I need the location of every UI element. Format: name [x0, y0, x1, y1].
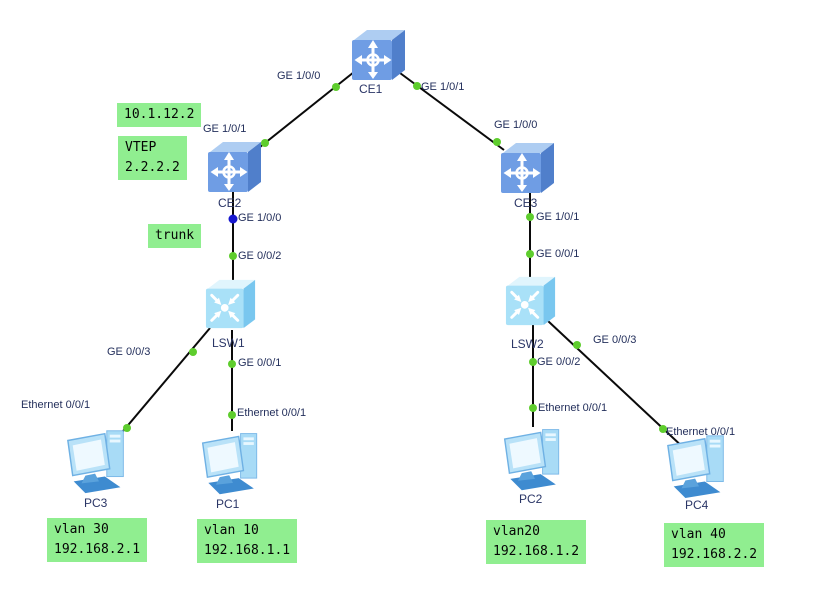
- port-label-lsw2-ge002: GE 0/0/2: [537, 356, 581, 368]
- port-dot-lsw2-ge001: [526, 250, 534, 258]
- port-dot-ce3-ge101: [526, 213, 534, 221]
- annotation-trunk[interactable]: trunk: [148, 224, 202, 249]
- device-label-lsw2: LSW2: [511, 337, 544, 351]
- port-label-pc2-eth: Ethernet 0/0/1: [538, 402, 608, 414]
- port-dot-pc2-eth: [529, 404, 537, 412]
- port-dot-ce1-ge100: [332, 83, 340, 91]
- port-label-lsw1-ge003: GE 0/0/3: [107, 346, 151, 358]
- device-label-pc1: PC1: [216, 497, 240, 511]
- annotation-text: vlan20: [493, 524, 540, 539]
- device-label-lsw1: LSW1: [212, 336, 245, 350]
- port-dot-lsw1-ge002: [229, 252, 237, 260]
- annotation-text: vlan 40: [671, 527, 726, 542]
- port-label-ce2-ge100: GE 1/0/0: [238, 212, 282, 224]
- device-label-ce2: CE2: [218, 196, 242, 210]
- annotation-text: vlan 10: [204, 523, 259, 538]
- port-dot-ce1-ge101: [413, 82, 421, 90]
- device-label-pc3: PC3: [84, 496, 108, 510]
- annotation-pc3[interactable]: vlan 30 192.168.2.1: [47, 518, 148, 563]
- port-label-ce1-ge101: GE 1/0/1: [421, 81, 465, 93]
- port-label-ce2-ge101: GE 1/0/1: [203, 123, 247, 135]
- port-dot-pc1-eth: [228, 411, 236, 419]
- annotation-text: vlan 30: [54, 522, 109, 537]
- device-label-ce1: CE1: [359, 82, 383, 96]
- port-label-ce3-ge100: GE 1/0/0: [494, 119, 538, 131]
- annotation-text: 10.1.12.2: [124, 107, 195, 122]
- annotation-text: trunk: [155, 228, 195, 243]
- link-lsw1-pc3[interactable]: [112, 327, 211, 444]
- device-label-pc4: PC4: [685, 498, 709, 512]
- port-dot-lsw2-ge003: [573, 341, 581, 349]
- annotation-pc1[interactable]: vlan 10 192.168.1.1: [197, 519, 298, 564]
- annotation-pc2[interactable]: vlan20 192.168.1.2: [486, 520, 587, 565]
- port-label-ce3-ge101: GE 1/0/1: [536, 211, 580, 223]
- port-dot-pc3-eth: [123, 424, 131, 432]
- port-dot-lsw2-ge002: [529, 358, 537, 366]
- port-dot-lsw1-ge001: [228, 360, 236, 368]
- annotation-vtep[interactable]: VTEP 2.2.2.2: [118, 136, 187, 181]
- annotation-text: 192.168.2.2: [671, 547, 758, 563]
- port-label-pc4-eth: Ethernet 0/0/1: [666, 426, 736, 438]
- port-label-lsw1-ge002: GE 0/0/2: [238, 250, 282, 262]
- port-label-lsw1-ge001: GE 0/0/1: [238, 357, 282, 369]
- port-dot-ce3-ge100: [493, 138, 501, 146]
- annotation-text: 192.168.2.1: [54, 542, 141, 558]
- annotation-text: VTEP: [125, 140, 157, 155]
- annotation-text: 192.168.1.2: [493, 544, 580, 560]
- annotation-ce2-ip[interactable]: 10.1.12.2: [117, 103, 202, 128]
- port-label-ce1-ge100: GE 1/0/0: [277, 70, 321, 82]
- port-label-pc3-eth: Ethernet 0/0/1: [21, 399, 91, 411]
- annotation-text: 192.168.1.1: [204, 543, 291, 559]
- port-dot-pc4-eth: [659, 425, 667, 433]
- port-label-pc1-eth: Ethernet 0/0/1: [237, 407, 307, 419]
- device-label-ce3: CE3: [514, 196, 538, 210]
- port-label-lsw2-ge001: GE 0/0/1: [536, 248, 580, 260]
- device-label-pc2: PC2: [519, 492, 543, 506]
- port-dot-lsw1-ge003: [189, 348, 197, 356]
- port-dot-ce2-ge100-blue: [228, 214, 238, 224]
- annotation-text: 2.2.2.2: [125, 160, 180, 176]
- annotation-pc4[interactable]: vlan 40 192.168.2.2: [664, 523, 765, 568]
- port-dot-ce2-ge101: [261, 139, 269, 147]
- port-label-lsw2-ge003: GE 0/0/3: [593, 334, 637, 346]
